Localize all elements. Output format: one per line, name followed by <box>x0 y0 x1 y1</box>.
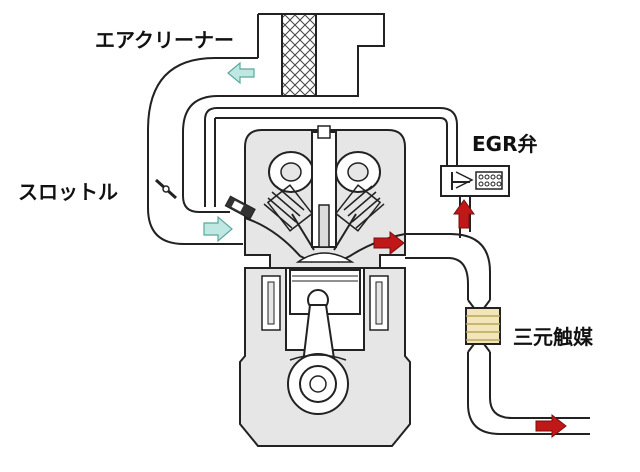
intake-pipe <box>147 57 268 245</box>
egr-flow-arrow <box>453 199 475 229</box>
exhaust-flow-arrow <box>373 230 405 256</box>
spark-plug <box>318 204 330 248</box>
cylinder-head <box>244 125 406 269</box>
intake-port-flow-arrow <box>203 215 233 243</box>
three-way-catalyst <box>465 299 501 353</box>
egr-valve <box>440 165 510 197</box>
throttle-label: スロットル <box>18 180 118 204</box>
intake-flow-arrow <box>227 61 255 85</box>
egr-valve-label: EGR弁 <box>472 132 538 156</box>
egr-pipe <box>204 107 471 238</box>
fuel-injector <box>224 195 256 220</box>
engine-block <box>239 267 411 447</box>
catalyst-label: 三元触媒 <box>513 325 593 349</box>
air-cleaner <box>257 13 385 97</box>
air-cleaner-label: エアクリーナー <box>95 28 234 52</box>
throttle-valve <box>154 178 178 200</box>
exhaust-pipe <box>405 233 590 435</box>
tailpipe-flow-arrow <box>535 413 567 439</box>
air-filter-element <box>281 13 317 97</box>
